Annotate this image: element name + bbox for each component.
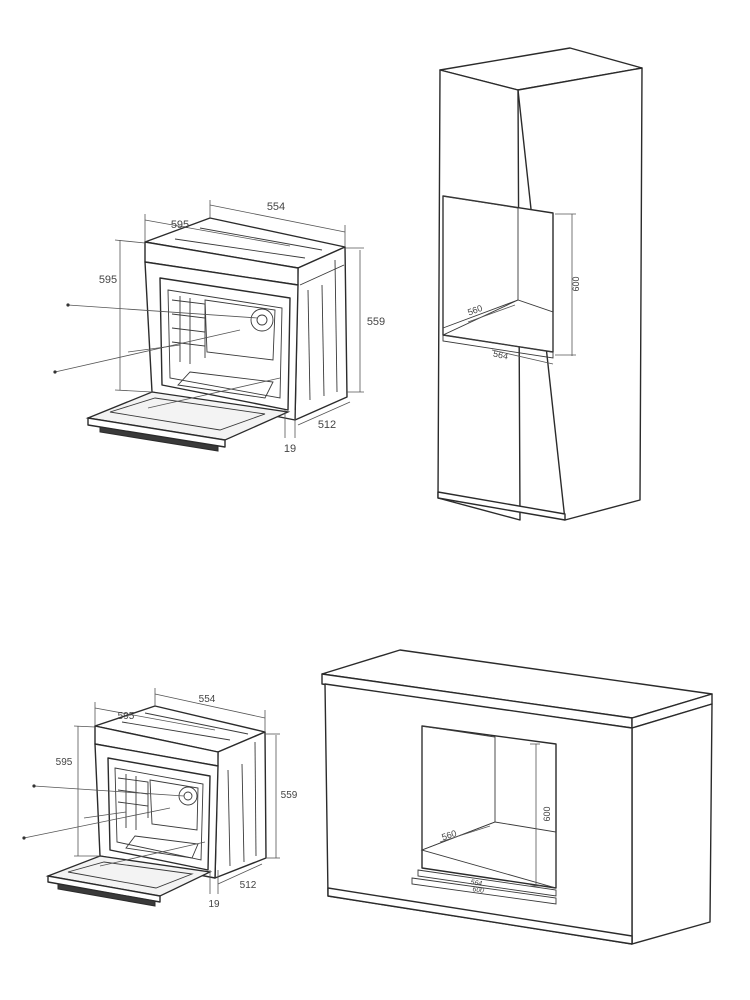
top-oven-height-label: 559 — [367, 316, 385, 328]
bottom-oven-front-width-label: 595 — [118, 711, 135, 722]
bottom-oven-width-label: 554 — [199, 694, 216, 705]
bottom-oven-drawing: 554 595 595 559 512 19 — [22, 688, 298, 910]
top-oven-depth-label: 512 — [318, 419, 336, 431]
undercounter-side-face — [631, 703, 713, 945]
bottom-oven-height-label: 559 — [281, 790, 298, 801]
bottom-undercounter-cabinet-drawing: 600 560 564 600 — [321, 649, 713, 945]
top-oven-drawing: 554 595 595 559 512 19 — [53, 200, 385, 455]
undercounter-opening-width-label: 600 — [472, 886, 485, 895]
top-oven-width-label: 554 — [267, 201, 285, 213]
tall-cabinet-niche-height-label: 600 — [571, 276, 581, 291]
top-oven-side-body — [294, 246, 348, 421]
top-oven-cavity — [159, 277, 291, 411]
undercounter-niche-depth-label: 560 — [440, 828, 457, 842]
top-oven-front-height-label: 595 — [99, 274, 117, 286]
undercounter-niche-width-label: 564 — [470, 879, 483, 888]
top-oven-front-width-label: 595 — [171, 219, 189, 231]
bottom-oven-door-thickness-label: 19 — [208, 899, 220, 910]
tall-cabinet-niche — [442, 195, 554, 353]
tall-cabinet-niche-depth-label: 560 — [466, 303, 484, 318]
bottom-oven-front-height-label: 595 — [56, 757, 73, 768]
bottom-oven-depth-label: 512 — [240, 880, 257, 891]
tall-cabinet-niche-width-label: 564 — [492, 349, 509, 362]
bottom-oven-side-body — [214, 731, 267, 879]
top-tall-cabinet-drawing: 600 560 564 — [437, 47, 643, 521]
undercounter-niche-height-label: 600 — [542, 806, 552, 821]
top-oven-fan-icon — [250, 308, 274, 332]
top-oven-door-handle — [99, 426, 219, 452]
tall-cabinet-side-face — [517, 67, 643, 521]
top-oven-door-thickness-label: 19 — [284, 443, 296, 455]
bottom-oven-door-handle — [57, 883, 156, 907]
